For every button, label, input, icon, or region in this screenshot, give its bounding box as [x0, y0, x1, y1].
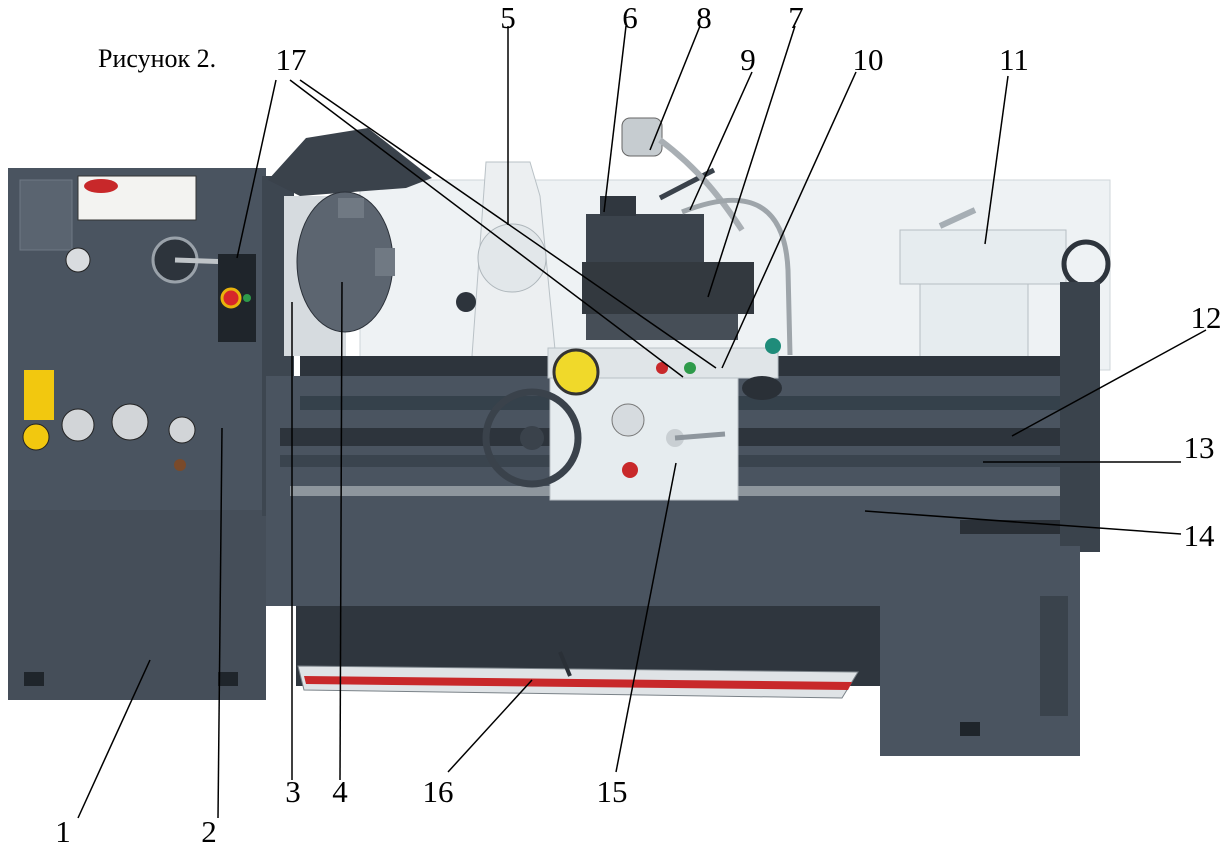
label-9: 9: [740, 42, 756, 77]
leader-17a: [236, 79, 277, 259]
leader-17c: [299, 79, 717, 369]
leader-17b: [289, 79, 684, 378]
gearbox-dial-1: [61, 408, 95, 442]
steady-rest-adjuster: [456, 292, 476, 312]
figure-caption: Рисунок 2.: [98, 44, 217, 73]
leader-9: [689, 71, 753, 211]
leader-14: [864, 510, 1182, 535]
emergency-stop-button: [220, 287, 242, 309]
label-10: 10: [852, 42, 884, 77]
steady-rest-opening: [477, 223, 547, 293]
feed-selector-knob: [65, 247, 91, 273]
chuck-jaw-side: [375, 248, 395, 276]
brand-logo: [84, 179, 118, 193]
label-3: 3: [285, 774, 301, 809]
chip-tray-handle: [558, 651, 572, 677]
tailstock-lock-lever: [938, 207, 977, 229]
coolant-hose: [681, 197, 793, 356]
leader-8: [649, 25, 701, 151]
leader-10: [721, 71, 857, 369]
leader-15: [615, 462, 677, 773]
label-8: 8: [696, 0, 712, 35]
headstock-lower-cabinet: [8, 510, 266, 700]
label-1: 1: [55, 814, 71, 849]
green-button: [684, 362, 696, 374]
red-button: [656, 362, 668, 374]
chuck-jaw-top: [338, 198, 364, 218]
tool-post: [586, 214, 704, 262]
control-rod: [960, 520, 1078, 534]
label-15: 15: [596, 774, 628, 809]
leader-2: [217, 427, 223, 819]
cross-slide: [586, 314, 738, 340]
thread-indicator: [622, 462, 638, 478]
rear-bed: [1060, 282, 1100, 552]
half-nut-lever: [674, 431, 726, 441]
apron-dial: [611, 403, 645, 437]
label-5: 5: [500, 0, 516, 35]
label-7: 7: [788, 0, 804, 35]
stand-vents: [1040, 596, 1068, 716]
label-2: 2: [201, 814, 217, 849]
leader-4: [339, 281, 343, 781]
leader-7: [707, 25, 796, 298]
headstock-foot-left: [24, 672, 44, 686]
label-16: 16: [422, 774, 454, 809]
compound-slide: [582, 262, 754, 314]
warning-labels: [24, 370, 54, 420]
tool-post-lever: [658, 167, 716, 201]
carriage-handwheel: [482, 388, 582, 488]
speed-table: [19, 179, 73, 251]
leader-lines: [77, 25, 1207, 819]
carriage-handwheel-hub: [520, 426, 544, 450]
cross-feed-handwheel: [552, 348, 600, 396]
tailstock-base: [919, 283, 1029, 359]
leader-1: [77, 659, 151, 819]
label-4: 4: [332, 774, 348, 809]
label-12: 12: [1190, 300, 1222, 335]
lamp-arm: [658, 137, 745, 232]
label-17: 17: [275, 42, 307, 77]
leader-16: [447, 679, 533, 773]
label-14: 14: [1183, 518, 1215, 553]
tool-post-clamp: [600, 196, 636, 216]
leader-12: [1011, 329, 1207, 437]
feed-lever-knob: [742, 376, 782, 400]
tailstock-top: [899, 229, 1067, 285]
tailstock-stand-foot: [960, 722, 980, 736]
leader-6: [603, 25, 627, 213]
label-6: 6: [622, 0, 638, 35]
warning-sign: [22, 423, 50, 451]
start-button: [243, 294, 251, 302]
feed-selector-ball: [765, 338, 781, 354]
chuck-guard: [268, 128, 432, 196]
label-11: 11: [999, 42, 1029, 77]
label-13: 13: [1183, 430, 1215, 465]
headstock-foot-right: [218, 672, 238, 686]
leader-11: [984, 75, 1009, 245]
gearbox-dial-3: [168, 416, 196, 444]
nameplate: [77, 175, 197, 221]
gearbox-indicator: [174, 459, 186, 471]
gearbox-dial-2: [111, 403, 149, 441]
chip-tray-red-stripe: [304, 676, 852, 690]
